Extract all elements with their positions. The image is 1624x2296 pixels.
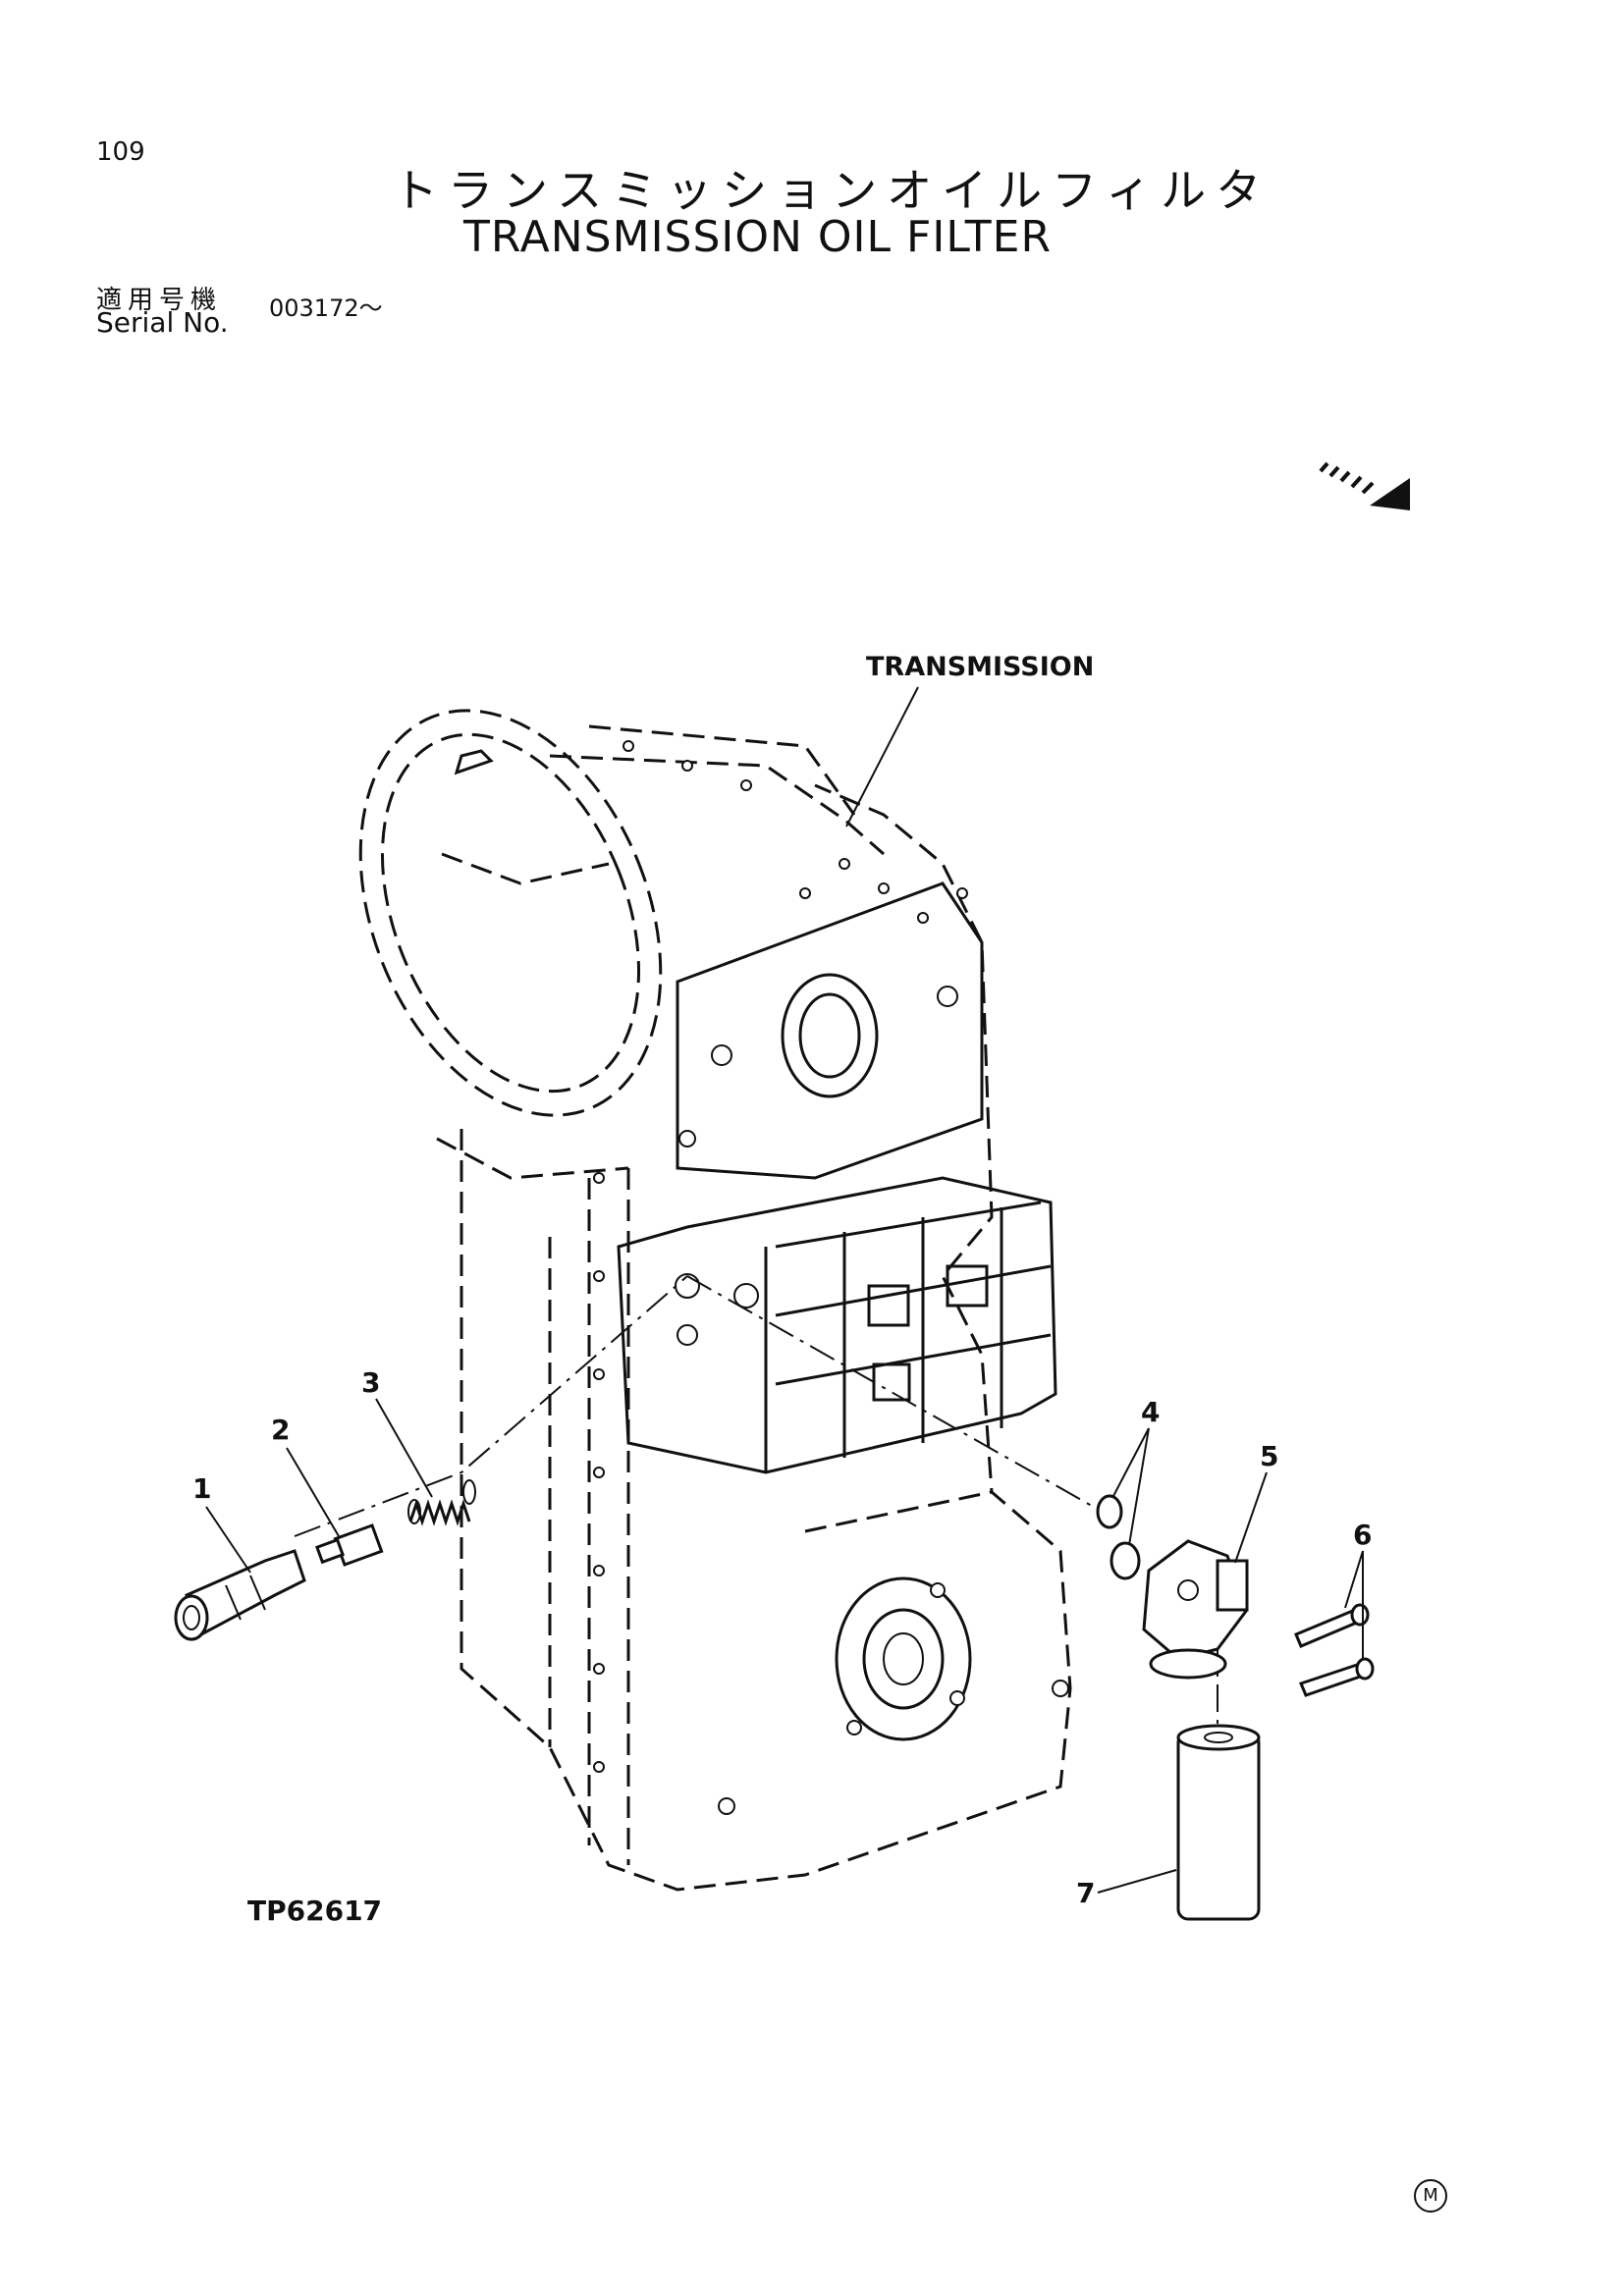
callout-1: 1 (192, 1472, 212, 1505)
part-2-plunger (315, 1523, 384, 1567)
assembly-center-line (294, 1275, 1218, 1728)
callout-2-leader (286, 1447, 340, 1537)
callout-5-leader (1234, 1471, 1268, 1564)
part-1-sensor (174, 1549, 306, 1641)
serial-label-japanese: 適用号機 (96, 286, 223, 315)
drawing-code: TP62617 (247, 1895, 383, 1927)
callout-4: 4 (1141, 1396, 1161, 1428)
direction-arrow-icon (1319, 461, 1410, 510)
part-4-o-rings (1096, 1494, 1141, 1580)
part-6-bolts (1294, 1603, 1375, 1697)
page-title-japanese: トランスミッションオイルフィルタ (393, 164, 1272, 217)
callout-4-leader-b (1128, 1427, 1150, 1546)
callout-7-leader (1097, 1869, 1177, 1894)
transmission-housing (358, 709, 1072, 1892)
part-5-filter-head (1142, 1539, 1249, 1680)
callout-2: 2 (271, 1414, 291, 1446)
transmission-label: TRANSMISSION (866, 652, 1095, 682)
callout-6: 6 (1353, 1519, 1373, 1551)
callout-7: 7 (1076, 1877, 1096, 1909)
serial-number-value: 003172～ (269, 294, 383, 322)
callout-1-leader (205, 1506, 251, 1574)
callout-3: 3 (361, 1366, 381, 1399)
page-title-english: TRANSMISSION OIL FILTER (463, 212, 1053, 262)
callout-5: 5 (1260, 1440, 1279, 1472)
callout-6-leader-a (1344, 1550, 1364, 1609)
part-3-spring (407, 1479, 476, 1526)
part-7-filter-element (1176, 1724, 1261, 1921)
page-number: 109 (96, 137, 145, 167)
transmission-leader-line (845, 686, 919, 828)
callout-4-leader-a (1111, 1427, 1150, 1499)
m-mark-icon: M (1414, 2179, 1447, 2213)
callout-3-leader (375, 1398, 433, 1498)
serial-label-english: Serial No. (96, 306, 229, 339)
